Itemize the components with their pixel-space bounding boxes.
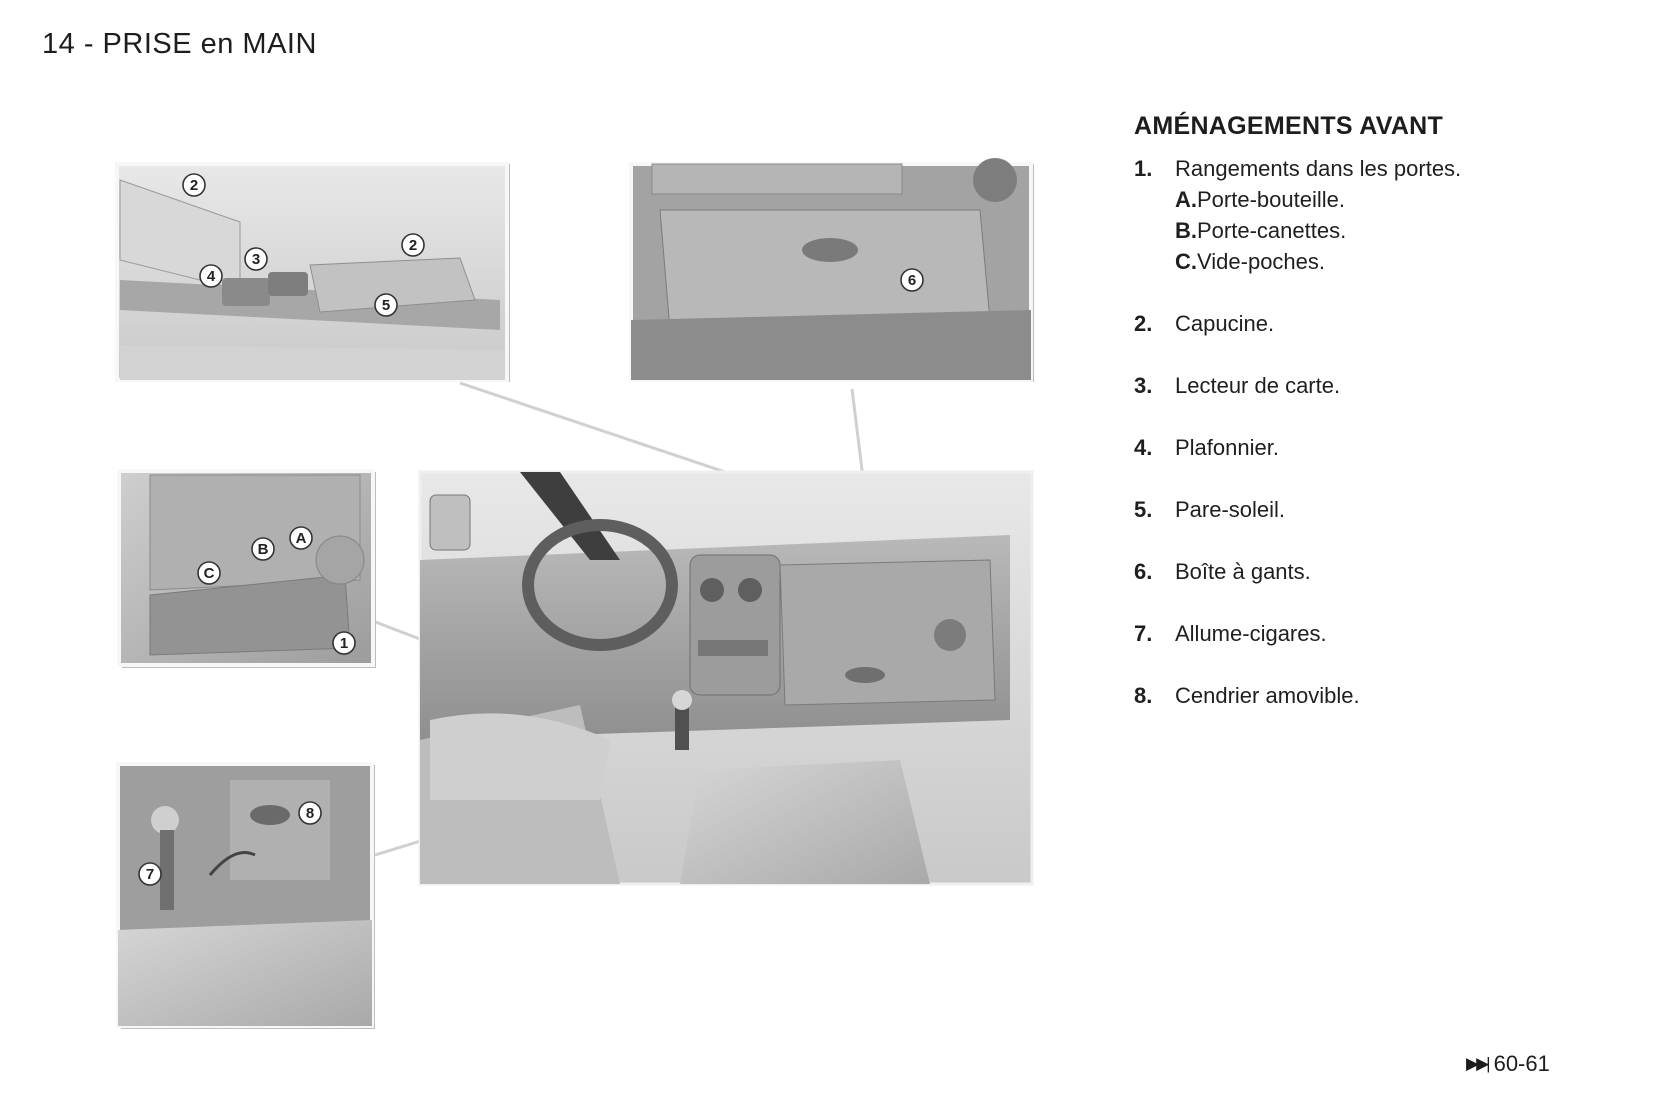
glovebox-inset bbox=[629, 158, 1034, 382]
callout-label-2-right: 2 bbox=[409, 237, 417, 254]
item-label: Boîte à gants. bbox=[1175, 559, 1311, 584]
sub-item: C.Vide-poches. bbox=[1175, 249, 1326, 274]
callout-label-1: 1 bbox=[340, 635, 348, 652]
headliner-inset bbox=[115, 162, 510, 382]
main-cockpit-view bbox=[418, 470, 1034, 886]
callout-7 bbox=[138, 862, 162, 886]
callout-label-A: A bbox=[296, 530, 307, 547]
callout-4 bbox=[199, 264, 223, 288]
sub-item: A.Porte-bouteille. bbox=[1175, 187, 1345, 212]
item-label: Allume-cigares. bbox=[1175, 621, 1327, 646]
item-number: 3. bbox=[1134, 373, 1153, 398]
item-label: Pare-soleil. bbox=[1175, 497, 1286, 522]
callout-markers bbox=[138, 173, 924, 886]
item-number: 5. bbox=[1134, 497, 1153, 522]
callout-C bbox=[197, 561, 221, 585]
callout-label-4: 4 bbox=[207, 268, 216, 285]
callout-label-8: 8 bbox=[306, 805, 314, 822]
list-item: 6. Boîte à gants. bbox=[1134, 556, 1614, 587]
item-label: Capucine. bbox=[1175, 311, 1275, 336]
front-interior-illustration: 2 2 3 4 5 6 1 A B C 7 8 bbox=[115, 158, 1034, 1029]
item-number: 8. bbox=[1134, 683, 1153, 708]
callout-2-top bbox=[182, 173, 206, 197]
skip-forward-icon: ▶▶| bbox=[1466, 1054, 1491, 1073]
list-item: 5. Pare-soleil. bbox=[1134, 494, 1614, 525]
item-label: Lecteur de carte. bbox=[1175, 373, 1341, 398]
list-item: 7. Allume-cigares. bbox=[1134, 618, 1614, 649]
door-pocket-inset bbox=[117, 469, 376, 668]
item-number: 7. bbox=[1134, 621, 1153, 646]
item-number: 1. bbox=[1134, 156, 1153, 181]
callout-label-5: 5 bbox=[382, 297, 390, 314]
callout-labels: 2 2 3 4 5 6 1 A B C 7 8 bbox=[146, 177, 916, 883]
page-reference: 60-61 bbox=[1493, 1051, 1550, 1076]
list-item: 4. Plafonnier. bbox=[1134, 432, 1614, 463]
callout-8 bbox=[298, 801, 322, 825]
callout-label-7: 7 bbox=[146, 866, 154, 883]
callout-label-C: C bbox=[204, 565, 215, 582]
item-label: Cendrier amovible. bbox=[1175, 683, 1360, 708]
list-item: 1. Rangements dans les portes. A.Porte-b… bbox=[1134, 153, 1614, 277]
cross-reference-link[interactable]: ▶▶| 60-61 bbox=[1466, 1051, 1550, 1077]
page-title: 14 - PRISE en MAIN bbox=[42, 28, 317, 60]
item-label: Plafonnier. bbox=[1175, 435, 1279, 460]
item-label: Rangements dans les portes. bbox=[1175, 156, 1462, 181]
item-number: 2. bbox=[1134, 311, 1153, 336]
callout-5 bbox=[374, 293, 398, 317]
console-inset bbox=[116, 762, 375, 1029]
callout-B bbox=[251, 537, 275, 561]
callout-6 bbox=[900, 268, 924, 292]
list-item: 3. Lecteur de carte. bbox=[1134, 370, 1614, 401]
item-number: 4. bbox=[1134, 435, 1153, 460]
callout-2-right bbox=[401, 233, 425, 257]
callout-label-B: B bbox=[258, 541, 269, 558]
callout-label-2-top: 2 bbox=[190, 177, 198, 194]
item-number: 6. bbox=[1134, 559, 1153, 584]
section-title: AMÉNAGEMENTS AVANT bbox=[1134, 112, 1444, 140]
callout-3 bbox=[244, 247, 268, 271]
equipment-section: AMÉNAGEMENTS AVANT 1. Rangements dans le… bbox=[1134, 112, 1614, 742]
callout-label-3: 3 bbox=[252, 251, 260, 268]
sub-item: B.Porte-canettes. bbox=[1175, 218, 1347, 243]
callout-1 bbox=[332, 631, 356, 655]
list-item: 8. Cendrier amovible. bbox=[1134, 680, 1614, 711]
callout-A bbox=[289, 526, 313, 550]
list-item: 2. Capucine. bbox=[1134, 308, 1614, 339]
illustration-svg: 2 2 3 4 5 6 1 A B C 7 8 bbox=[115, 158, 1034, 1029]
callout-label-6: 6 bbox=[908, 272, 916, 289]
